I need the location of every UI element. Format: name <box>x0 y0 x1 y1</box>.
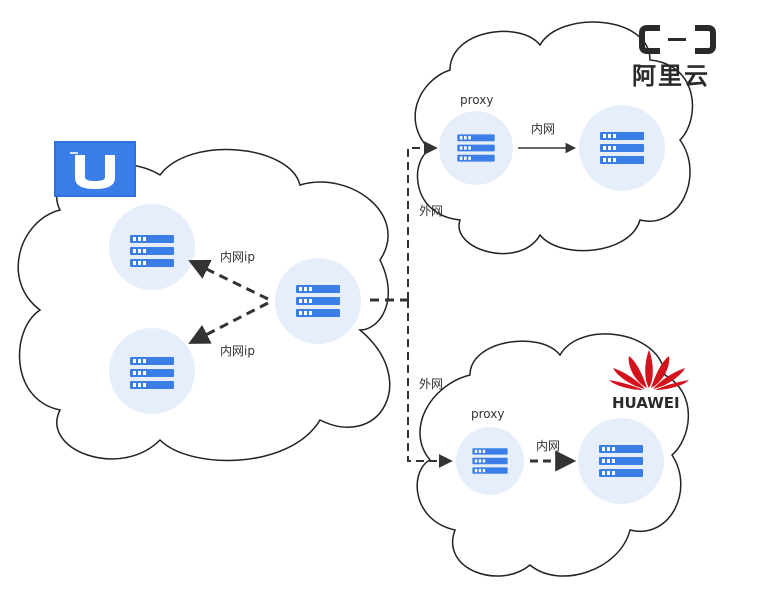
huawei-proxy-label: proxy <box>471 407 505 421</box>
ucloud-server-gateway <box>275 258 361 344</box>
aliyun-cloud <box>414 21 694 255</box>
aliyun-proxy-label: proxy <box>460 93 494 107</box>
huawei-cloud <box>416 333 690 577</box>
aliyun-internal-label: 内网 <box>531 122 556 136</box>
huawei-logo-text: HUAWEI <box>612 394 680 412</box>
aliyun-logo-icon <box>639 25 716 54</box>
link-external-aliyun <box>407 141 438 300</box>
link-external-huawei <box>407 300 453 468</box>
ucloud-server-bottom <box>109 328 195 414</box>
internal-ip-label-bottom: 内网ip <box>220 344 255 358</box>
external-network-label-top: 外网 <box>419 204 444 218</box>
aliyun-logo-text: 阿里云 <box>632 62 710 90</box>
huawei-internal-label: 内网 <box>536 439 561 453</box>
ucloud-logo-icon <box>54 141 136 197</box>
ucloud-server-top <box>109 204 195 290</box>
huawei-proxy-server <box>456 427 524 495</box>
external-network-label-bottom: 外网 <box>419 377 444 391</box>
huawei-logo-icon <box>609 350 689 390</box>
internal-ip-label-top: 内网ip <box>220 250 255 264</box>
aliyun-backend-server <box>579 105 665 191</box>
huawei-backend-server <box>578 418 664 504</box>
aliyun-proxy-server <box>439 111 513 185</box>
